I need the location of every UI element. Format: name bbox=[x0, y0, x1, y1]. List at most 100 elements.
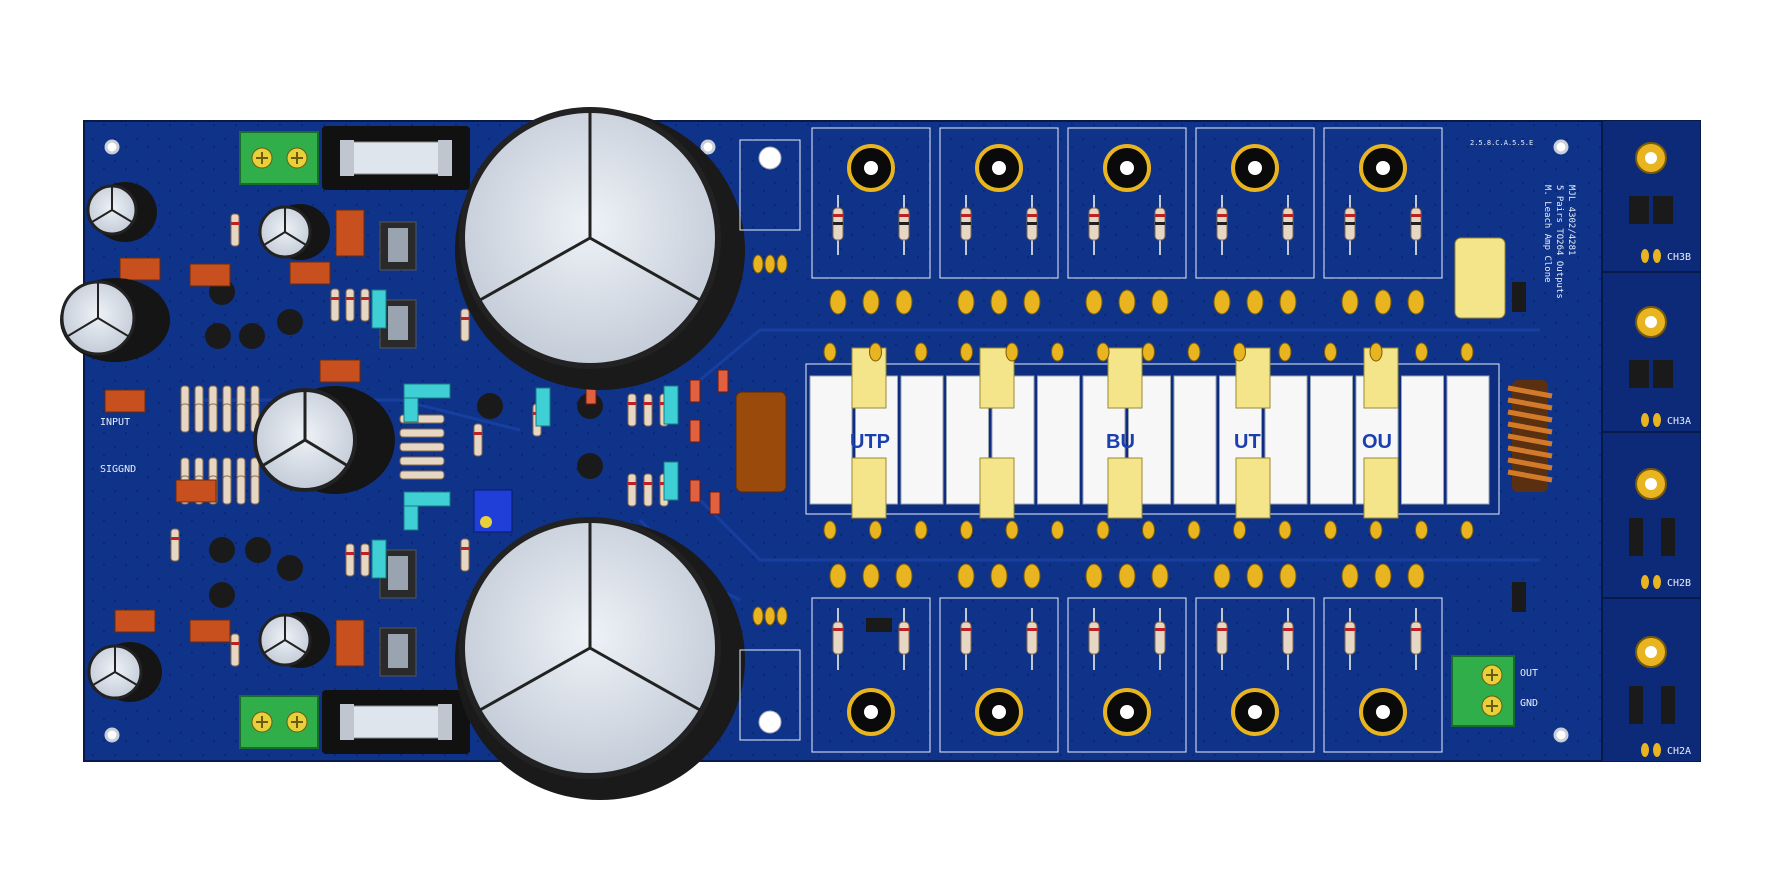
resistor-band bbox=[1345, 222, 1355, 225]
u2-chip bbox=[1512, 582, 1526, 612]
driver-pad-top bbox=[1279, 289, 1297, 315]
to220-pad bbox=[752, 606, 764, 626]
output-pad-bottom bbox=[1324, 520, 1337, 540]
smd-cap bbox=[319, 359, 361, 383]
to220-pad bbox=[776, 606, 788, 626]
cap-c12 bbox=[253, 386, 395, 494]
driver-pad-bottom bbox=[1246, 563, 1264, 589]
resistor-band bbox=[961, 214, 971, 217]
resistor-band bbox=[961, 222, 971, 225]
heatsink-outline-bottom bbox=[811, 597, 931, 753]
driver-pad-bottom bbox=[1279, 563, 1297, 589]
film-cap-bottom bbox=[979, 457, 1015, 519]
resistor-bottom bbox=[1344, 621, 1356, 655]
resistor-band bbox=[1283, 222, 1293, 225]
driver-pad-top bbox=[862, 289, 880, 315]
smd-cap bbox=[119, 257, 161, 281]
smd-diode bbox=[1629, 360, 1649, 388]
resistor-band bbox=[1027, 214, 1037, 217]
resistor-band bbox=[1089, 222, 1099, 225]
output-pad-bottom bbox=[914, 520, 928, 540]
resistor-band bbox=[1411, 628, 1421, 631]
resistor-band bbox=[1155, 214, 1165, 217]
resistor-band bbox=[1345, 628, 1355, 631]
resistor bbox=[643, 393, 653, 427]
power-terminal-top bbox=[239, 131, 319, 185]
resistor-band bbox=[644, 482, 652, 485]
board-title-3: MJL 4302/4281 bbox=[1566, 185, 1576, 255]
channel-label: CH3B bbox=[1667, 252, 1691, 263]
to220-pad bbox=[764, 606, 776, 626]
ceramic-cap-h bbox=[403, 383, 451, 399]
resistor bbox=[460, 538, 470, 572]
to220-outline bbox=[739, 649, 801, 741]
film-cap-top bbox=[1107, 347, 1143, 409]
film-cap-small bbox=[335, 619, 365, 667]
resistor bbox=[250, 475, 260, 505]
driver-pad-bottom bbox=[862, 563, 880, 589]
resistor-band bbox=[1089, 214, 1099, 217]
channel-label: CH2B bbox=[1667, 578, 1691, 589]
heatsink-outline-top bbox=[811, 127, 931, 279]
cap-c14 bbox=[258, 612, 330, 668]
output-pad-bottom bbox=[1278, 520, 1292, 540]
to220-tab bbox=[388, 228, 408, 262]
heatsink-outline-bottom bbox=[1323, 597, 1443, 753]
resistor-bottom bbox=[898, 621, 910, 655]
resistor-bottom bbox=[960, 621, 972, 655]
resistor-band bbox=[628, 482, 636, 485]
mount-hole-top-core bbox=[1376, 161, 1390, 175]
driver-pad-top bbox=[1341, 289, 1359, 315]
driver-pad-bottom bbox=[1118, 563, 1136, 589]
output-row-label: BU bbox=[1106, 431, 1135, 453]
smd-diode bbox=[1653, 196, 1673, 224]
resistor-band bbox=[1217, 628, 1227, 631]
output-pad-bottom bbox=[1233, 520, 1246, 540]
film-cap-small bbox=[335, 209, 365, 257]
smd-diode bbox=[1653, 360, 1673, 388]
resistor-band bbox=[1027, 628, 1037, 631]
to220-hole bbox=[758, 146, 782, 170]
resistor bbox=[345, 543, 355, 577]
mount-hole-bottom-core bbox=[1248, 705, 1262, 719]
resistor-band bbox=[1283, 628, 1293, 631]
driver-pad-top bbox=[1151, 289, 1169, 315]
output-pad-top bbox=[1324, 342, 1337, 362]
to220-pad bbox=[764, 254, 776, 274]
to220-tab bbox=[388, 306, 408, 340]
trimmer-pot bbox=[473, 489, 513, 533]
output-pad-top bbox=[1187, 342, 1201, 362]
smd-cap bbox=[189, 263, 231, 287]
strip-pad bbox=[1653, 575, 1661, 589]
resistor bbox=[360, 543, 370, 577]
smd-diode bbox=[1629, 686, 1643, 724]
small-transistor bbox=[477, 393, 503, 419]
driver-pad-bottom bbox=[1407, 563, 1425, 589]
resistor bbox=[222, 475, 232, 505]
main-filter-cap-bottom bbox=[455, 517, 745, 800]
output-pad-top bbox=[869, 342, 882, 362]
driver-pad-bottom bbox=[1341, 563, 1359, 589]
resistor-bottom bbox=[1026, 621, 1038, 655]
small-transistor bbox=[209, 537, 235, 563]
driver-pad-top bbox=[829, 289, 847, 315]
resistor-band bbox=[1155, 628, 1165, 631]
silk-input: INPUT bbox=[100, 417, 130, 428]
output-row-label: UT bbox=[1234, 431, 1261, 453]
output-pad-top bbox=[1369, 342, 1383, 362]
output-terminal bbox=[1451, 655, 1515, 727]
driver-pad-bottom bbox=[895, 563, 913, 589]
output-transistor bbox=[900, 375, 944, 505]
channel-pad-hole bbox=[1645, 478, 1657, 490]
input-stage bbox=[104, 126, 1526, 754]
strip-pad bbox=[1641, 249, 1649, 263]
main-filter-cap-top bbox=[455, 107, 745, 390]
driver-sections bbox=[739, 127, 1443, 753]
jumper bbox=[866, 618, 892, 632]
strip-pad bbox=[1653, 249, 1661, 263]
output-pad-bottom bbox=[869, 520, 882, 540]
channel-label: CH2A bbox=[1667, 746, 1691, 757]
smd-diode bbox=[1629, 518, 1643, 556]
heatsink-outline-bottom bbox=[939, 597, 1059, 753]
